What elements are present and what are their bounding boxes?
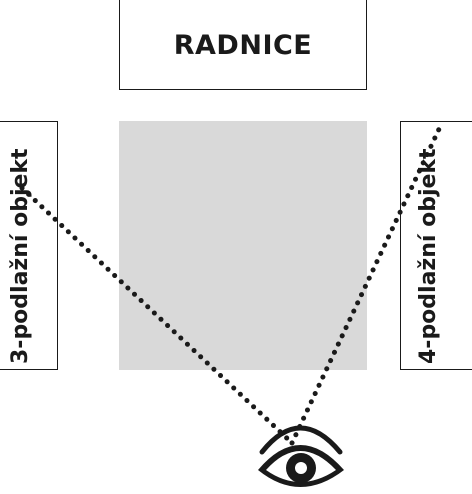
obstructing-square <box>119 121 367 370</box>
left-sight-line <box>19 185 295 446</box>
town-hall-label: RADNICE <box>173 30 313 61</box>
eye-icon <box>258 425 344 487</box>
town-hall-box: RADNICE <box>119 0 367 90</box>
left-building-box <box>0 121 58 370</box>
right-building-box <box>400 121 472 370</box>
right-sight-line <box>289 124 443 446</box>
